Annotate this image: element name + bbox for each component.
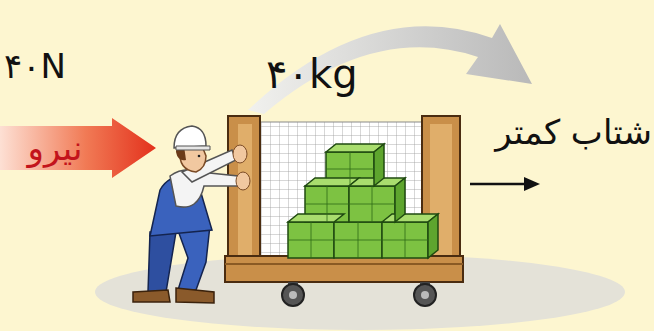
wheels bbox=[282, 282, 436, 306]
worker bbox=[133, 126, 250, 303]
acceleration-arrow bbox=[470, 177, 540, 191]
floor-shadow bbox=[95, 254, 625, 330]
cart bbox=[225, 116, 463, 306]
force-label: نیرو bbox=[0, 118, 110, 178]
motion-arc-arrow bbox=[248, 24, 532, 114]
force-value: ۴۰N bbox=[4, 48, 66, 85]
cargo-boxes bbox=[288, 144, 438, 258]
force-arrow: نیرو bbox=[0, 118, 156, 178]
arrow-body bbox=[0, 118, 156, 178]
acceleration-label: شتاب کمتر bbox=[452, 114, 652, 151]
mass-value: ۴۰kg bbox=[266, 52, 358, 96]
